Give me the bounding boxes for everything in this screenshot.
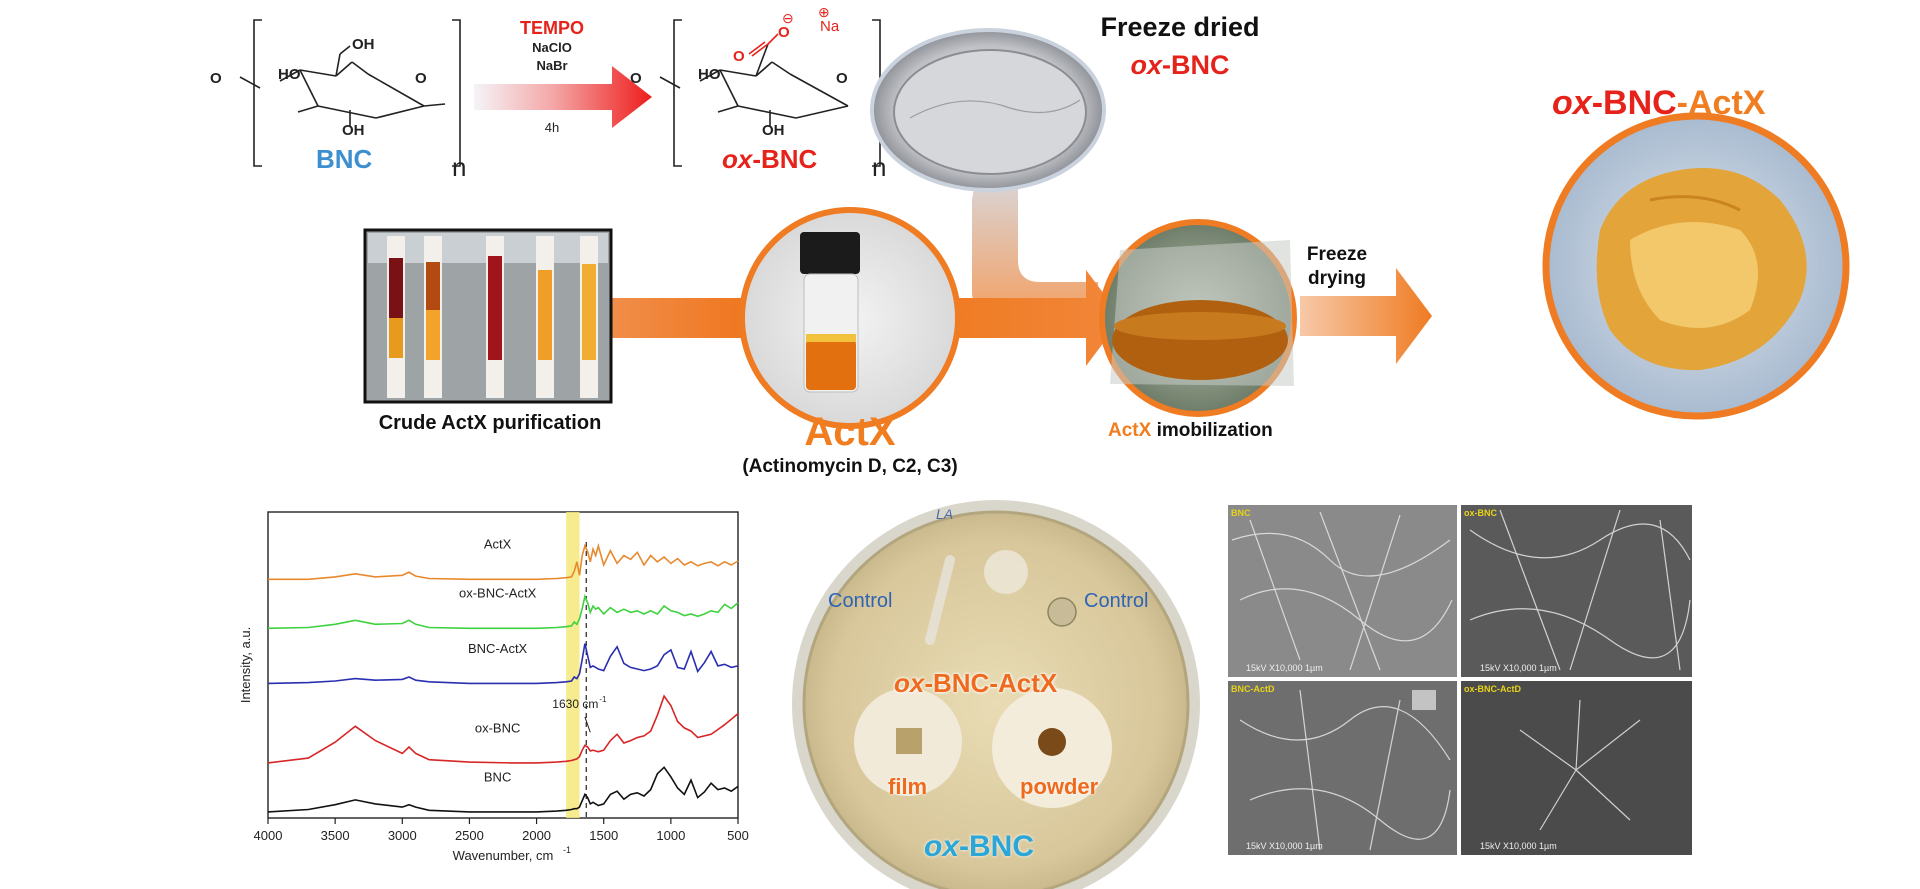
series-label-bnc: BNC [484,769,511,784]
xtick-label-1000: 1000 [656,828,685,843]
product-bnc: -BNC [1591,84,1677,122]
xtick-label-3000: 3000 [388,828,417,843]
ring-o-right: O [836,70,848,87]
sem-fibers [1231,509,1691,851]
y-axis-label: Intensity, a.u. [238,627,253,703]
actx-subtitle: (Actinomycin D, C2, C3) [742,456,958,477]
fd-ox: ox [1130,50,1162,80]
film-sheet [893,49,1087,175]
arrow-freeze-drying [1300,268,1432,364]
sem-scale-ox-bnc: 15kV X10,000 1µm [1480,663,1557,673]
xtick-label-1500: 1500 [589,828,618,843]
sem-label-ox-bnc: ox-BNC [1464,508,1497,518]
arrow-crude-to-actx [612,270,786,366]
time-label: 4h [544,120,560,135]
sem-scale-bnc: 15kV X10,000 1µm [1246,663,1323,673]
ho-left-label: HO [278,66,301,83]
immobilization-label: ActX imobilization [1108,420,1273,442]
petri-bnc: -BNC [924,668,990,698]
oh-top-label: OH [352,36,375,53]
series-label-ox-bnc: ox-BNC [475,720,521,735]
crude-purification-label: Crude ActX purification [378,412,602,434]
film-label: film [888,774,928,799]
left-bond-o: O [210,70,222,87]
annotation-arrow [584,716,591,733]
dish-mark: LA [936,506,954,522]
carbonyl-o: O [733,48,745,65]
annotation-1630: 1630 cm [552,697,598,711]
control-left-label: Control [828,590,893,612]
nabr-label: NaBr [536,58,568,73]
ox-italic: ox [722,144,753,174]
xtick-label-3500: 3500 [321,828,350,843]
sem-scale-ox-bnc-actd: 15kV X10,000 1µm [1480,841,1557,851]
film-crease [909,99,1081,119]
xtick-label-2000: 2000 [522,828,551,843]
freeze-dried-ox-bnc: ox-BNC [1090,50,1270,81]
series-line-ox-bnc-actx [267,593,739,630]
control-right-label: Control [1084,590,1149,612]
columns [387,236,598,398]
petri-actx: -ActX [989,668,1058,698]
freeze-drying-line1: Freeze [1306,244,1368,265]
xtick-label-2500: 2500 [455,828,484,843]
bnc-suffix: -BNC [752,144,818,174]
repeat-n-left: n [452,152,467,182]
petri-center-label: ox-BNC-ActX [894,668,1057,699]
reaction-arrow [474,66,652,128]
carboxylate-o: O [778,24,790,41]
carboxylate-bonds [748,33,779,57]
x-axis-label: Wavenumber, cm [453,848,554,863]
minus-charge: ⊖ [782,10,794,26]
highlight-band [566,512,580,818]
series-line-ox-bnc [267,694,739,764]
arrow-actx-to-immob [936,270,1122,366]
series-label-bnc-actx: BNC-ActX [468,641,528,656]
ho-right-label: HO [698,66,721,83]
product-title: ox-BNC-ActX [1552,84,1765,123]
freeze-dried-title: Freeze dried [1100,12,1260,42]
bnc-label: BNC [316,144,373,174]
repeat-n-right: n [872,152,887,182]
naclo-label: NaClO [532,40,572,55]
petri-bottom-bnc: -BNC [959,830,1035,863]
na-label: Na [820,18,840,35]
petri-bottom-label: ox-BNC [924,830,1034,864]
ox-bnc-label: ox-BNC [722,144,817,175]
powder-label: powder [1020,774,1099,799]
freeze-drying-line2: drying [1307,268,1367,289]
petri-ox: ox [894,668,925,698]
series-label-ox-bnc-actx: ox-BNC-ActX [459,586,537,601]
series-label-actx: ActX [484,537,512,552]
sem-label-bnc-actd: BNC-ActD [1231,684,1275,694]
immob-actx: ActX [1108,420,1152,441]
series-line-bnc-actx [267,643,739,685]
tempo-label: TEMPO [519,18,584,38]
annotation-1630-sup: -1 [599,695,607,704]
ox-left-bond-o: O [630,70,642,87]
bnc-structure [239,19,461,167]
product-actx: -ActX [1676,84,1766,122]
film-stem [972,160,1098,310]
ring-o-left: O [415,70,427,87]
product-ox: ox [1552,84,1592,122]
sem-label-ox-bnc-actd: ox-BNC-ActD [1464,684,1521,694]
plus-charge: ⊕ [818,4,830,20]
sem-label-bnc: BNC [1231,508,1251,518]
petri-bottom-ox: ox [924,830,960,863]
immob-rest: imobilization [1151,420,1273,441]
fd-bnc: -BNC [1162,50,1230,80]
plot-frame [267,511,739,819]
x-axis-label-sup: -1 [563,845,571,855]
series-line-actx [268,542,739,581]
series-line-bnc [267,766,739,813]
actx-title: ActX [804,410,896,454]
xtick-label-4000: 4000 [254,828,283,843]
oh-right-bottom-label: OH [762,122,785,139]
xtick-label-500: 500 [727,828,749,843]
oh-bottom-label: OH [342,122,365,139]
sem-scale-bnc-actd: 15kV X10,000 1µm [1246,841,1323,851]
